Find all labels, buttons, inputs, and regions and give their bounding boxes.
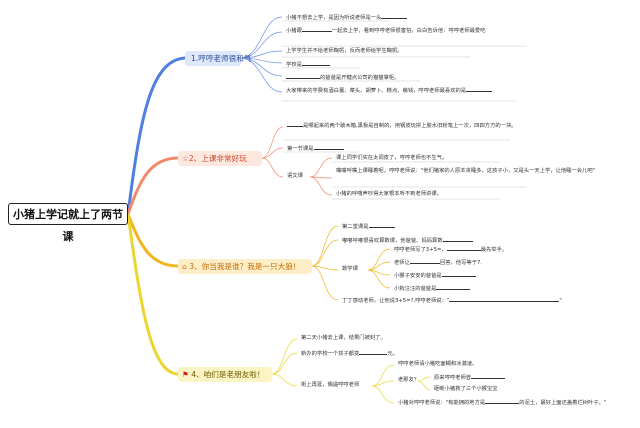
branch4-connectors xyxy=(271,338,431,404)
b1-item-4[interactable]: 学校是 xyxy=(286,60,330,69)
branch-2-node[interactable]: ☆2、上课非常好玩 xyxy=(178,151,262,166)
branch2-connectors xyxy=(261,126,333,196)
branch-line-3 xyxy=(126,213,179,268)
b4-s1[interactable]: 第二天小猪去上课，结果门被封了。 xyxy=(301,335,386,341)
b4-t2b[interactable]: 砸断小猪救了三个小猴宝宝 xyxy=(434,386,498,392)
b1-item-2[interactable]: 小猪跟一起去上学，看到哼哼老师很害怕，白白告诉他：哼哼老师最爱吃 xyxy=(286,28,486,34)
b3-m2[interactable]: 老师让回答，他写等于7. xyxy=(394,260,483,266)
b2-g1[interactable]: 课上同学们实在太调皮了，哼哼老师也不生气。 xyxy=(336,155,448,161)
b4-t1[interactable]: 哼哼老师请小猪吃面糊和冰激凌。 xyxy=(398,361,478,367)
b1-item-6[interactable]: 大家带来的学费有酒白薯、菜头、胡萝卜、糕点、萌钱，哼哼老师最喜欢的是 xyxy=(286,86,516,95)
b4-t2a[interactable]: 原来哼哼老师曾 xyxy=(434,373,506,382)
b3-m3[interactable]: 小猴子安安的爸爸是 xyxy=(394,271,476,280)
star-icon: ☆ xyxy=(182,154,189,163)
branch-3-node[interactable]: ⌂ 3、你当我是谁？我是一只大狼！ xyxy=(178,259,312,274)
branch-1-node[interactable]: 1.哼哼老师很和气 xyxy=(185,51,251,66)
b2-g3[interactable]: 小猪的呼噜声吵得大家根本听不到老师讲课。 xyxy=(336,191,442,197)
b3-math-label[interactable]: 数学课 xyxy=(342,266,358,272)
branch-4-label: 4、咱们是老朋友啦！ xyxy=(191,370,265,379)
branch-line-4 xyxy=(126,213,179,376)
b2-group-label[interactable]: 语文课 xyxy=(287,173,303,179)
b4-street-label[interactable]: 街上再逛，偶遇哼哼老师 xyxy=(301,382,360,388)
b3-s2[interactable]: 嘟嘟呼嘟很喜欢算数课，他爸爸、妈妈算数 xyxy=(342,236,473,245)
branch-3-label: 3、你当我是谁？我是一只大狼！ xyxy=(189,262,301,271)
b4-t3[interactable]: 小猪对哼哼老师说："有能拥的地方是的泥土，最好上面还盖着烂树叶子。" xyxy=(398,400,607,406)
b3-s1[interactable]: 第二堂课是 xyxy=(342,222,395,231)
b1-item-3[interactable]: 上学学生并不给老师鞠躬，反而老师给学生鞠躬。 xyxy=(286,48,403,54)
branch-1-label: 1.哼哼老师很和气 xyxy=(191,54,252,63)
node-underlines xyxy=(282,20,526,200)
b3-m1[interactable]: 哼哼老师写了3+5=，最先举手。 xyxy=(394,247,508,253)
branch-line-1 xyxy=(126,56,186,215)
b4-t2-label[interactable]: 老那友？ xyxy=(398,377,420,383)
b3-s3[interactable]: 丁丁感动老师，让他说3+5=?,哼哼老师说："" xyxy=(342,298,562,304)
b2-g2[interactable]: 嘴嘴呼嘴上课睡着呢，哼哼老师说："他们猪家的人原本贪睡多，这孩子小，又是头一天上… xyxy=(336,168,596,174)
branch1-connectors xyxy=(239,16,283,93)
b2-top-1[interactable]: 是哪起来的两个破木箱,黑板是自制的，用钢皮玩拼上胶水旧粉笔上一次，四四方方的一块… xyxy=(287,121,517,130)
b2-top-2[interactable]: 第一节课是 xyxy=(287,144,344,153)
b4-s2[interactable]: 新办的学校一个孩子都变元。 xyxy=(301,351,398,357)
b1-item-5[interactable]: 的爸爸是开糖点公司的猫猫掌柜。 xyxy=(286,73,399,82)
root-node[interactable]: 小猪上学记就上了两节课 xyxy=(8,203,128,243)
home-icon: ⌂ xyxy=(182,262,187,271)
flag-icon: ⚑ xyxy=(182,370,189,379)
b1-item-1[interactable]: 小猪不想去上学，是因为听说老师是一头 xyxy=(286,13,408,22)
branch-line-2 xyxy=(126,156,179,215)
branch-2-label: 2、上课非常好玩 xyxy=(188,154,247,163)
branch-4-node[interactable]: ⚑ 4、咱们是老朋友啦！ xyxy=(178,367,272,382)
b3-m4[interactable]: 小狗汪汪的爸爸是 xyxy=(394,284,471,293)
branch3-connectors xyxy=(311,225,391,301)
